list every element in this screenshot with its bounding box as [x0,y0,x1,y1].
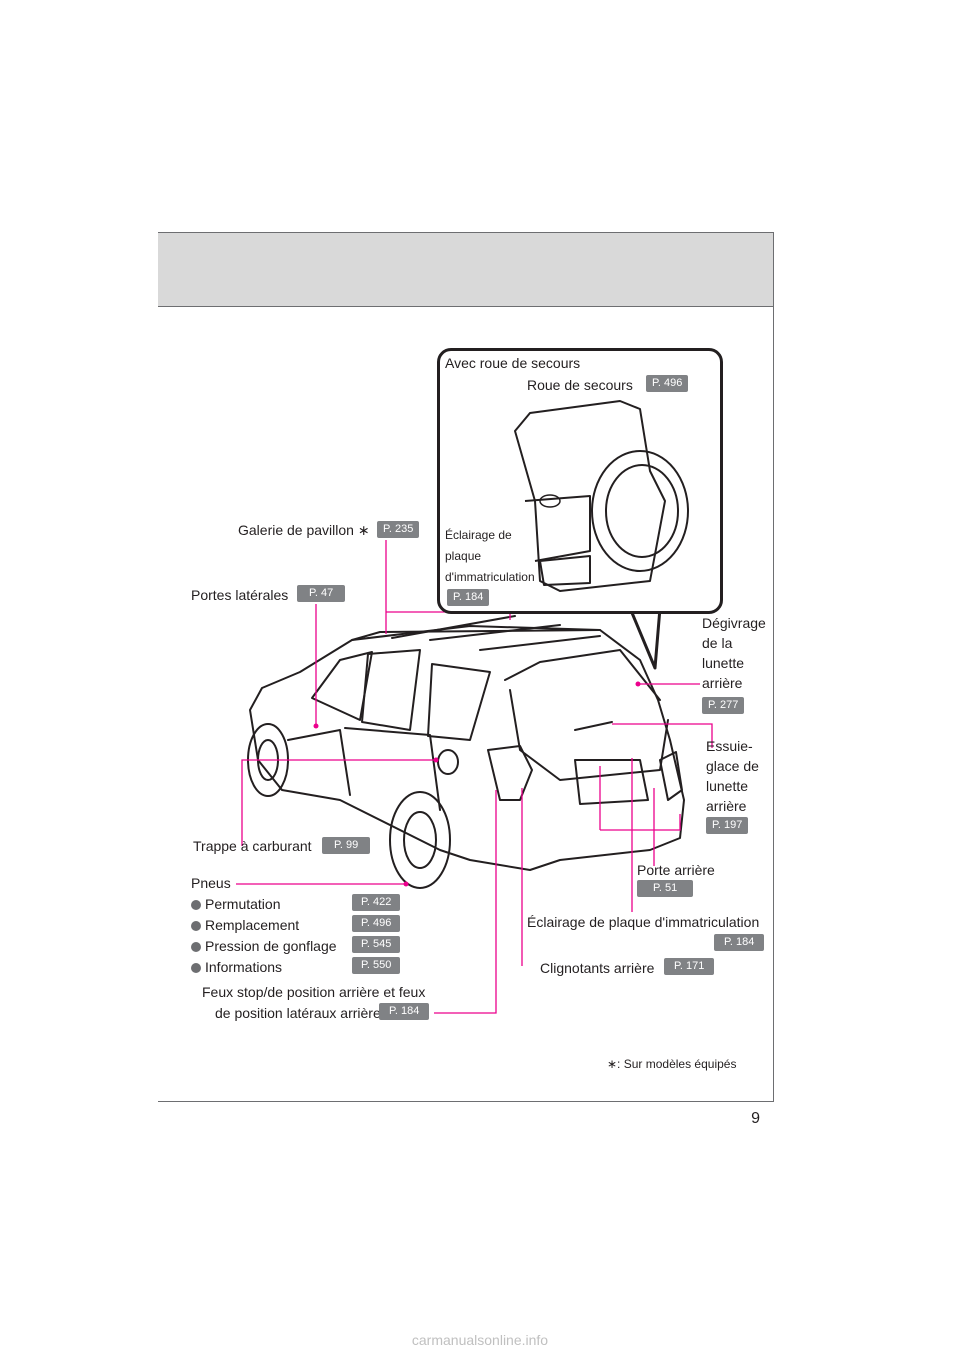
defogger-line4: arrière [702,675,743,691]
back-door-page-badge[interactable]: P. 51 [637,880,694,897]
turn-signals-page-badge[interactable]: P. 171 [664,958,715,975]
defogger-page-badge[interactable]: P. 277 [702,697,745,714]
spare-wheel-page-badge[interactable]: P. 496 [646,375,689,392]
side-doors-label: Portes latérales [191,587,289,603]
inset-plate-light-label: Éclairage de plaque d'immatriculation [445,525,535,588]
wiper-line2: glace de [706,758,759,774]
bullet-icon [191,900,201,910]
frame-rule-right [773,232,774,1102]
tire-item-label: Remplacement [205,917,300,933]
inset-plate-light-line3: d'immatriculation [445,570,535,584]
tire-replacement-page-badge[interactable]: P. 496 [352,915,401,932]
fuel-door-label: Trappe à carburant [193,838,312,854]
defogger-label: Dégivrage de la lunette arrière [702,613,766,693]
roof-rack-page-badge[interactable]: P. 235 [377,521,420,538]
bullet-icon [191,921,201,931]
stop-lights-label-line2: de position latéraux arrière [215,1005,381,1021]
plate-light-page-badge[interactable]: P. 184 [714,934,765,951]
tire-item-information: Informations [191,959,337,980]
tires-list: Permutation Remplacement Pression de gon… [191,896,337,980]
spare-wheel-label: Roue de secours [527,377,633,393]
turn-signals-label: Clignotants arrière [540,960,655,976]
tire-item-pressure: Pression de gonflage [191,938,337,959]
defogger-line3: lunette [702,655,745,671]
tire-item-rotation: Permutation [191,896,337,917]
tire-rotation-page-badge[interactable]: P. 422 [352,894,401,911]
stop-lights-label-line1: Feux stop/de position arrière et feux [202,984,426,1000]
inset-plate-light-page-badge[interactable]: P. 184 [447,589,490,606]
wiper-label: Essuie- glace de lunette arrière [706,736,759,816]
spare-wheel-illustration [514,400,689,592]
spare-wheel-inset: Avec roue de secours Roue de secours P. … [437,348,723,614]
back-door-label: Porte arrière [637,862,715,878]
roof-rack-text: Galerie de pavillon [238,522,354,538]
wiper-line4: arrière [706,798,747,814]
footnote: ∗: Sur modèles équipés [607,1057,737,1071]
tires-label: Pneus [191,875,231,891]
tire-information-page-badge[interactable]: P. 550 [352,957,401,974]
fuel-door-page-badge[interactable]: P. 99 [322,837,371,854]
tire-pressure-page-badge[interactable]: P. 545 [352,936,401,953]
tire-item-replacement: Remplacement [191,917,337,938]
equipped-mark: ∗ [357,522,370,538]
tire-item-label: Pression de gonflage [205,938,337,954]
frame-rule-bottom [158,1101,774,1102]
roof-rack-label: Galerie de pavillon ∗ [238,522,370,538]
header-band [158,232,774,307]
inset-plate-light-line2: plaque [445,549,482,563]
wiper-page-badge[interactable]: P. 197 [706,817,749,834]
bullet-icon [191,942,201,952]
tire-item-label: Permutation [205,896,281,912]
plate-light-label: Éclairage de plaque d'immatriculation [527,914,760,930]
page-number: 9 [751,1110,760,1127]
wiper-line1: Essuie- [706,738,753,754]
side-doors-page-badge[interactable]: P. 47 [297,585,346,602]
defogger-line1: Dégivrage [702,615,766,631]
watermark: carmanualsonline.info [411,1332,549,1348]
stop-lights-page-badge[interactable]: P. 184 [379,1003,430,1020]
tire-item-label: Informations [205,959,283,975]
inset-plate-light-line1: Éclairage de [445,528,512,542]
bullet-icon [191,963,201,973]
inset-title: Avec roue de secours [445,355,581,371]
wiper-line3: lunette [706,778,749,794]
defogger-line2: de la [702,635,733,651]
